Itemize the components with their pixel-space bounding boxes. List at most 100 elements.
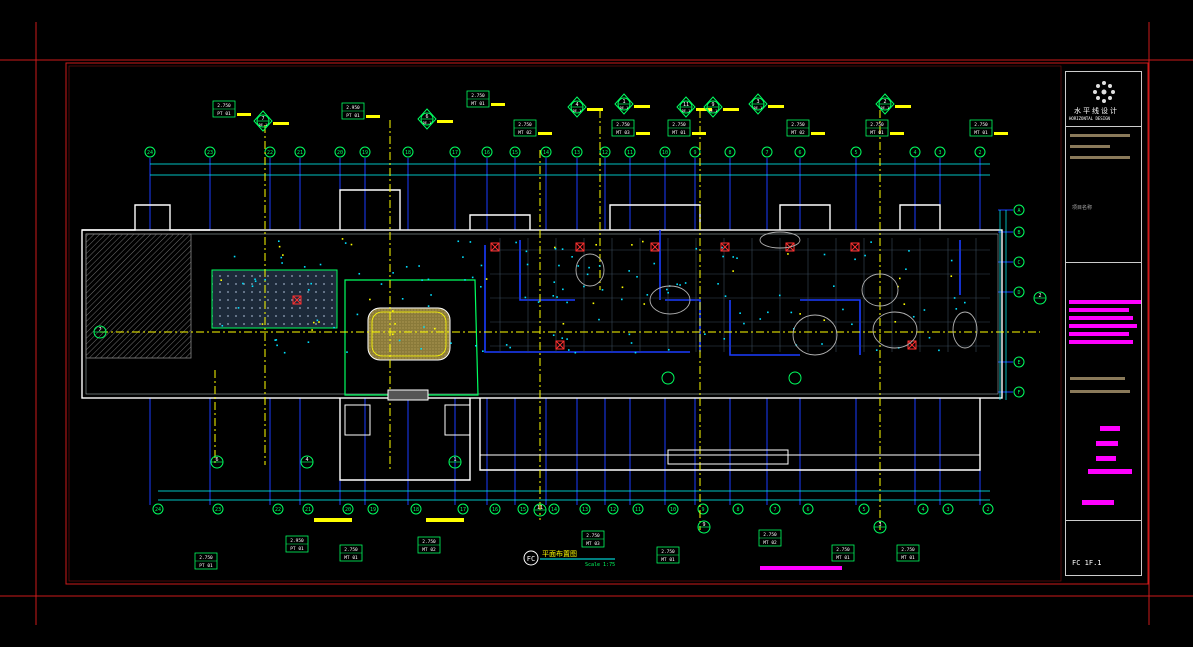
light-fixture (310, 282, 312, 285)
grid-bubble (934, 146, 946, 158)
grid-bubble-label: 19 (362, 150, 368, 156)
light-fixture (566, 338, 568, 340)
callout-note (696, 108, 712, 111)
light-fixture (220, 279, 222, 281)
callout-note (768, 105, 784, 108)
light-fixture (261, 323, 264, 325)
grid-bubble (334, 146, 346, 158)
grid-bubble-label: 21 (297, 150, 303, 156)
light-fixture (923, 309, 926, 311)
light-fixture (864, 254, 866, 257)
callout-note (437, 120, 453, 123)
finish-tag-code: 2.750 (661, 549, 675, 555)
light-fixture (679, 284, 681, 286)
finish-tag-code: 2.750 (518, 122, 532, 128)
callout-sheet: DE-1 (754, 106, 762, 110)
stair-hatch-area (85, 233, 192, 359)
grid-bubble (697, 503, 709, 515)
finish-tag-code: 2.750 (901, 547, 915, 553)
exhaust-fan (292, 295, 302, 305)
grid-bubble-label: 14 (551, 507, 557, 513)
grid-bubble (942, 503, 954, 515)
light-fixture (237, 307, 240, 309)
light-fixture (636, 275, 638, 278)
grid-bubble (1013, 286, 1025, 298)
light-fixture (280, 256, 283, 259)
finish-tag-material: PT 01 (199, 563, 213, 569)
light-fixture (350, 243, 353, 246)
light-fixture (667, 291, 669, 294)
light-fixture (717, 283, 719, 285)
light-fixture (392, 272, 394, 274)
grid-bubble (449, 146, 461, 158)
callout-marker (703, 96, 723, 118)
light-fixture (420, 347, 422, 350)
finish-tag-material: PT 01 (217, 111, 231, 117)
finish-tag-material: MT 01 (836, 555, 850, 561)
light-fixture (588, 266, 590, 269)
light-fixture (908, 250, 910, 252)
light-fixture (311, 329, 313, 331)
grid-bubble (410, 503, 422, 515)
callout-note (587, 108, 603, 111)
grid-bubble-label: 23 (215, 507, 221, 513)
light-fixture (722, 255, 724, 258)
grid-bubble-label: 19 (370, 507, 376, 513)
grid-bubble-label: D (1017, 290, 1020, 296)
light-fixture (561, 337, 564, 339)
light-fixture (509, 346, 511, 349)
callout-marker (567, 96, 587, 118)
light-fixture (938, 349, 940, 352)
finish-tag-material: MT 02 (518, 130, 532, 136)
grid-bubble-label: 9 (701, 507, 704, 513)
light-fixture (524, 296, 527, 299)
finish-tag-code: 2.750 (471, 93, 485, 99)
grid-bubble-label: 22 (267, 150, 273, 156)
light-fixture (898, 277, 901, 280)
exhaust-fan (490, 242, 500, 252)
finish-tag-code: 2.750 (672, 122, 686, 128)
light-fixture (333, 326, 335, 329)
grid-bubble (152, 503, 164, 515)
light-fixture (316, 319, 319, 322)
exhaust-fan (720, 242, 730, 252)
light-fixture (554, 247, 557, 250)
light-fixture (928, 336, 931, 339)
finish-tag-material: MT 01 (870, 130, 884, 136)
callout-ref: 3 (878, 522, 881, 528)
light-fixture (628, 270, 630, 272)
callout-ref: 7 (98, 327, 101, 333)
grid-bubble-label: 3 (938, 150, 941, 156)
callout-marker (748, 93, 768, 115)
grid-bubble-label: 4 (921, 507, 924, 513)
grid-bubble-label: 14 (543, 150, 549, 156)
light-fixture (894, 321, 897, 323)
callout-note (634, 105, 650, 108)
light-fixture (341, 238, 344, 240)
light-fixture (823, 253, 826, 256)
light-fixture (254, 280, 257, 283)
company-name-cn: 水平线设计 (1074, 107, 1119, 115)
grid-bubble (571, 146, 583, 158)
grid-bubble-label: 16 (484, 150, 490, 156)
grid-bubble (212, 503, 224, 515)
center-lines (100, 110, 1040, 530)
light-fixture (276, 344, 278, 347)
callout-marker (676, 96, 696, 118)
grid-bubble (1013, 386, 1025, 398)
light-fixture (903, 303, 906, 305)
finish-tag-code: 2.750 (422, 539, 436, 545)
light-fixture (282, 254, 284, 256)
light-fixture (875, 349, 878, 351)
info-lines (1070, 377, 1136, 403)
grid-bubble-label: 24 (147, 150, 153, 156)
finish-tag-material: PT 01 (346, 113, 360, 119)
light-fixture (303, 266, 306, 268)
light-fixture (732, 270, 734, 272)
sheet-border (65, 62, 1149, 585)
callout-sheet: DE-1 (259, 123, 267, 127)
callout-ref: 11 (537, 505, 543, 511)
light-fixture (537, 301, 540, 303)
light-fixture (912, 315, 915, 318)
grid-bubble-label: F (1017, 390, 1020, 396)
